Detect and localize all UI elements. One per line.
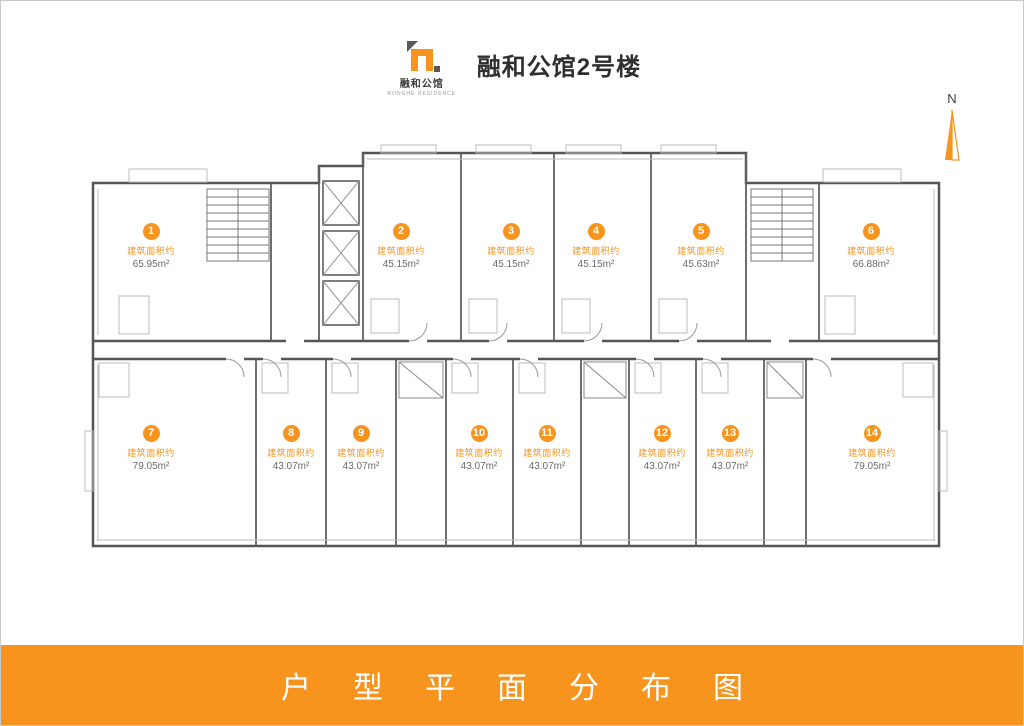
unit-label-9: 9 建筑面积约 43.07m² — [321, 425, 401, 472]
unit-label-6: 6 建筑面积约 66.88m² — [831, 223, 911, 270]
footer-banner: 户型平面分布图 — [1, 645, 1023, 725]
door-swings — [225, 322, 832, 378]
unit-area-label: 建筑面积约 — [267, 448, 315, 458]
unit-area-value: 43.07m² — [460, 461, 498, 472]
top-block-partitions — [270, 153, 820, 341]
stairs-left — [206, 188, 270, 262]
interior-fixtures — [98, 295, 934, 398]
elevator-x-marks — [322, 180, 360, 326]
unit-number-badge: 6 — [862, 223, 880, 240]
unit-label-1: 1 建筑面积约 65.95m² — [111, 223, 191, 270]
unit-area-value: 43.07m² — [643, 461, 681, 472]
north-arrow-icon — [945, 109, 960, 161]
door-openings — [226, 339, 831, 361]
footer-title: 户型平面分布图 — [281, 672, 785, 705]
brand-logo-icon — [406, 41, 440, 72]
unit-area-label: 建筑面积约 — [638, 448, 686, 458]
unit-number-badge: 5 — [692, 223, 710, 240]
brand-name: 融和公馆 — [399, 79, 444, 90]
header: 融和公馆 RONGHE RESIDENCE 融和公馆2号楼 — [1, 37, 1023, 97]
unit-area-value: 65.95m² — [132, 259, 170, 270]
unit-area-value: 45.63m² — [682, 259, 720, 270]
stairs-right — [750, 188, 814, 262]
unit-label-5: 5 建筑面积约 45.63m² — [661, 223, 741, 270]
unit-label-12: 12 建筑面积约 43.07m² — [622, 425, 702, 472]
unit-area-label: 建筑面积约 — [337, 448, 385, 458]
unit-area-value: 79.05m² — [132, 461, 170, 472]
unit-area-value: 45.15m² — [492, 259, 530, 270]
unit-number-badge: 13 — [721, 425, 739, 442]
unit-label-3: 3 建筑面积约 45.15m² — [471, 223, 551, 270]
unit-area-value: 45.15m² — [382, 259, 420, 270]
unit-area-label: 建筑面积约 — [523, 448, 571, 458]
unit-area-value: 43.07m² — [272, 461, 310, 472]
unit-label-11: 11 建筑面积约 43.07m² — [507, 425, 587, 472]
unit-number-badge: 7 — [142, 425, 160, 442]
unit-area-label: 建筑面积约 — [127, 448, 175, 458]
window-lines — [84, 144, 948, 541]
unit-area-value: 79.05m² — [853, 461, 891, 472]
unit-label-2: 2 建筑面积约 45.15m² — [361, 223, 441, 270]
unit-area-value: 45.15m² — [577, 259, 615, 270]
north-compass: N — [935, 91, 969, 169]
building-outline — [91, 151, 941, 548]
north-label: N — [947, 91, 957, 106]
unit-area-label: 建筑面积约 — [572, 246, 620, 256]
unit-number-badge: 3 — [502, 223, 520, 240]
unit-number-badge: 4 — [587, 223, 605, 240]
unit-label-10: 10 建筑面积约 43.07m² — [439, 425, 519, 472]
unit-area-label: 建筑面积约 — [847, 246, 895, 256]
brand-logo: 融和公馆 RONGHE RESIDENCE — [383, 37, 461, 97]
unit-number-badge: 11 — [538, 425, 556, 442]
unit-label-7: 7 建筑面积约 79.05m² — [111, 425, 191, 472]
unit-label-14: 14 建筑面积约 79.05m² — [832, 425, 912, 472]
unit-area-label: 建筑面积约 — [677, 246, 725, 256]
unit-area-label: 建筑面积约 — [487, 246, 535, 256]
unit-area-label: 建筑面积约 — [848, 448, 896, 458]
unit-area-label: 建筑面积约 — [706, 448, 754, 458]
unit-area-value: 43.07m² — [342, 461, 380, 472]
unit-label-13: 13 建筑面积约 43.07m² — [690, 425, 770, 472]
unit-area-value: 43.07m² — [528, 461, 566, 472]
unit-number-badge: 2 — [392, 223, 410, 240]
unit-area-label: 建筑面积约 — [127, 246, 175, 256]
unit-number-badge: 9 — [352, 425, 370, 442]
service-shafts — [398, 361, 804, 399]
unit-number-badge: 10 — [470, 425, 488, 442]
unit-area-label: 建筑面积约 — [377, 246, 425, 256]
unit-number-badge: 1 — [142, 223, 160, 240]
bottom-block-partitions — [255, 359, 807, 546]
unit-number-badge: 8 — [282, 425, 300, 442]
unit-area-value: 43.07m² — [711, 461, 749, 472]
unit-label-8: 8 建筑面积约 43.07m² — [251, 425, 331, 472]
page-title: 融和公馆2号楼 — [476, 54, 642, 81]
elevator-core — [322, 180, 360, 326]
unit-label-4: 4 建筑面积约 45.15m² — [556, 223, 636, 270]
unit-area-value: 66.88m² — [852, 259, 890, 270]
unit-number-badge: 12 — [653, 425, 671, 442]
unit-area-label: 建筑面积约 — [455, 448, 503, 458]
unit-number-badge: 14 — [863, 425, 881, 442]
brand-subtext: RONGHE RESIDENCE — [387, 91, 457, 97]
